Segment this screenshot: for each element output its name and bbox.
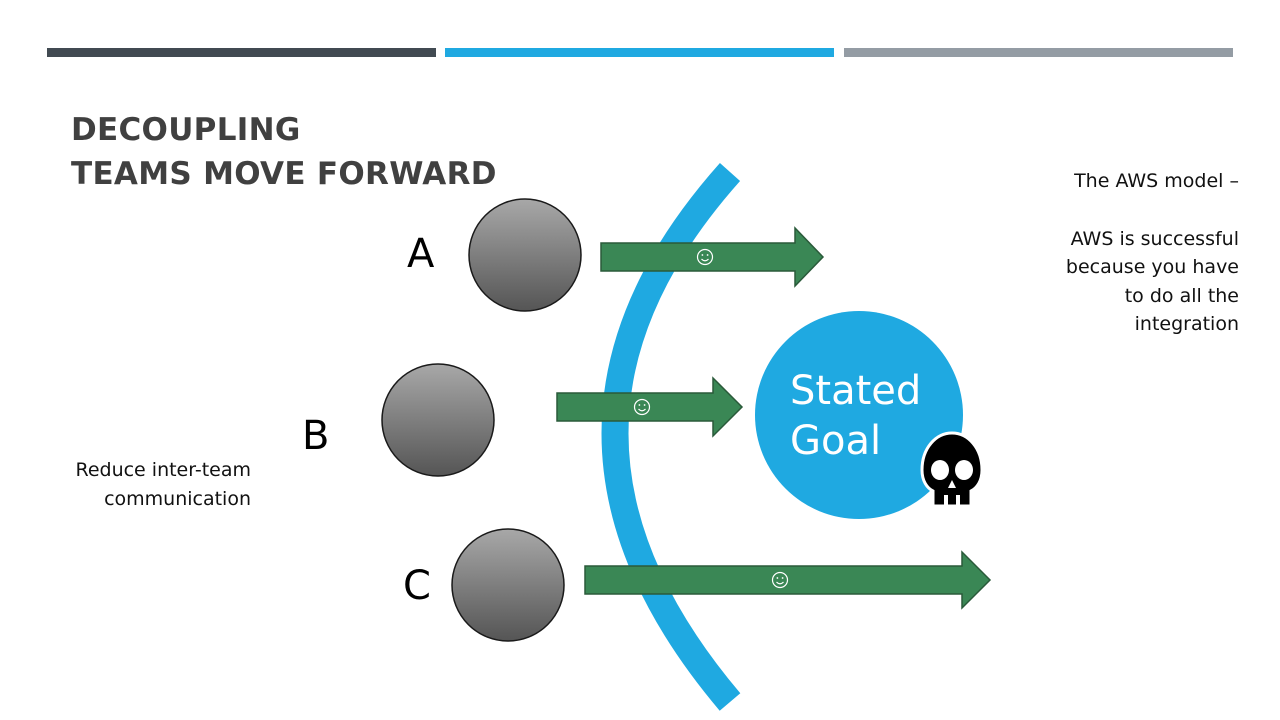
team-c-label: C [403,563,431,609]
right-note-line-2: because you have [1065,256,1239,278]
smiley-icon [771,571,789,589]
header-bar-blue [445,48,834,57]
smiley-icon [696,248,714,266]
left-note: Reduce inter-team communication [40,456,251,513]
skull-icon [920,431,984,508]
header-bar-gray [844,48,1233,57]
right-note-line-3: to do all the [1124,284,1239,307]
left-note-line-1: Reduce inter-team [75,459,251,481]
right-note: The AWS model – AWS is successful becaus… [1000,167,1239,339]
title-line-1: DECOUPLING [71,112,301,148]
team-a-circle [468,198,582,312]
title-line-2: TEAMS MOVE FORWARD [71,156,497,192]
team-b-label: B [302,413,330,459]
team-b-circle [381,363,495,477]
team-a-label: A [407,231,435,277]
stated-goal-label: Stated Goal [790,366,950,466]
smiley-icon [633,398,651,416]
goal-line-2: Goal [790,418,882,464]
right-note-heading: The AWS model – [1074,170,1239,192]
right-note-line-4: integration [1134,313,1239,335]
team-c-circle [451,528,565,642]
header-bar-dark [47,48,436,57]
stated-goal-circle [755,311,963,519]
slide-title: DECOUPLING TEAMS MOVE FORWARD [71,108,497,196]
right-note-line-1: AWS is successful [1070,227,1239,250]
left-note-line-2: communication [104,487,251,510]
goal-line-1: Stated [790,368,922,414]
